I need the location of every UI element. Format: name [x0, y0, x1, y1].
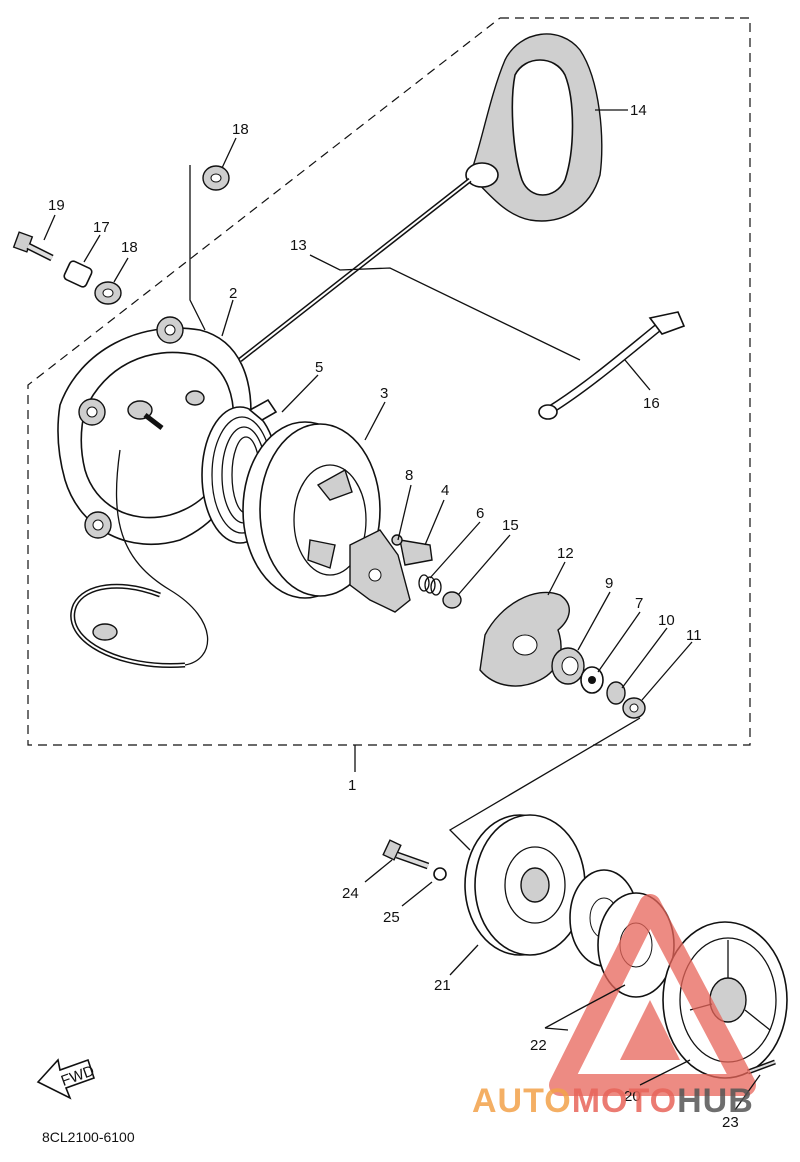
- callout-24: 24: [342, 885, 359, 902]
- callout-2: 2: [229, 285, 237, 302]
- callout-8: 8: [405, 467, 413, 484]
- fwd-label: FWD: [59, 1062, 97, 1090]
- bolt-24: [382, 839, 430, 870]
- callout-25: 25: [383, 909, 400, 926]
- leader-lines: [43, 109, 761, 1111]
- callout-12: 12: [557, 545, 574, 562]
- watermark-text: AUTOMOTOHUB: [472, 1082, 754, 1120]
- callout-18a: 18: [232, 121, 249, 138]
- wire-loop: [70, 583, 186, 669]
- fwd-arrow: [36, 1058, 96, 1100]
- washer-25: [433, 867, 447, 881]
- watermark-hub: HUB: [677, 1082, 754, 1120]
- callout-19: 19: [48, 197, 65, 214]
- spring-6: [418, 574, 442, 596]
- callout-17: 17: [93, 219, 110, 236]
- callout-3: 3: [380, 385, 388, 402]
- callout-4: 4: [441, 482, 449, 499]
- screw-23: [747, 1059, 776, 1075]
- starter-handle: [465, 33, 603, 222]
- watermark-auto: AUTO: [472, 1082, 572, 1120]
- watermark-moto: MOTO: [572, 1082, 677, 1120]
- callout-7: 7: [635, 595, 643, 612]
- callout-21: 21: [434, 977, 451, 994]
- assembly-boundary: [27, 17, 751, 746]
- callout-5: 5: [315, 359, 323, 376]
- washer-15: [442, 591, 462, 609]
- callout-9: 9: [605, 575, 613, 592]
- callout-22: 22: [530, 1037, 547, 1054]
- ratchet: [349, 529, 433, 613]
- callout-11: 11: [686, 627, 702, 644]
- callout-labels: 1 2 3 4 5 6 7 8 9 10 11 12 13 14 15 16 1…: [48, 102, 739, 1131]
- clip-10: [606, 681, 626, 705]
- hose: [538, 311, 686, 420]
- collar-17: [63, 260, 93, 288]
- callout-15: 15: [502, 517, 519, 534]
- callout-16: 16: [643, 395, 660, 412]
- callout-13: 13: [290, 237, 307, 254]
- callout-1: 1: [348, 777, 356, 794]
- diagram-code: 8CL2100-6100: [42, 1129, 135, 1145]
- callout-10: 10: [658, 612, 675, 629]
- guide-plate: [479, 591, 570, 687]
- pulley-20: [662, 921, 788, 1079]
- callout-23: 23: [722, 1114, 739, 1131]
- callout-18b: 18: [121, 239, 138, 256]
- callout-14: 14: [630, 102, 647, 119]
- bolt-19: [12, 231, 54, 262]
- leader-11-to-21: [448, 717, 641, 851]
- callout-20: 20: [624, 1088, 641, 1105]
- flywheel-21: [464, 814, 586, 956]
- callout-6: 6: [476, 505, 484, 522]
